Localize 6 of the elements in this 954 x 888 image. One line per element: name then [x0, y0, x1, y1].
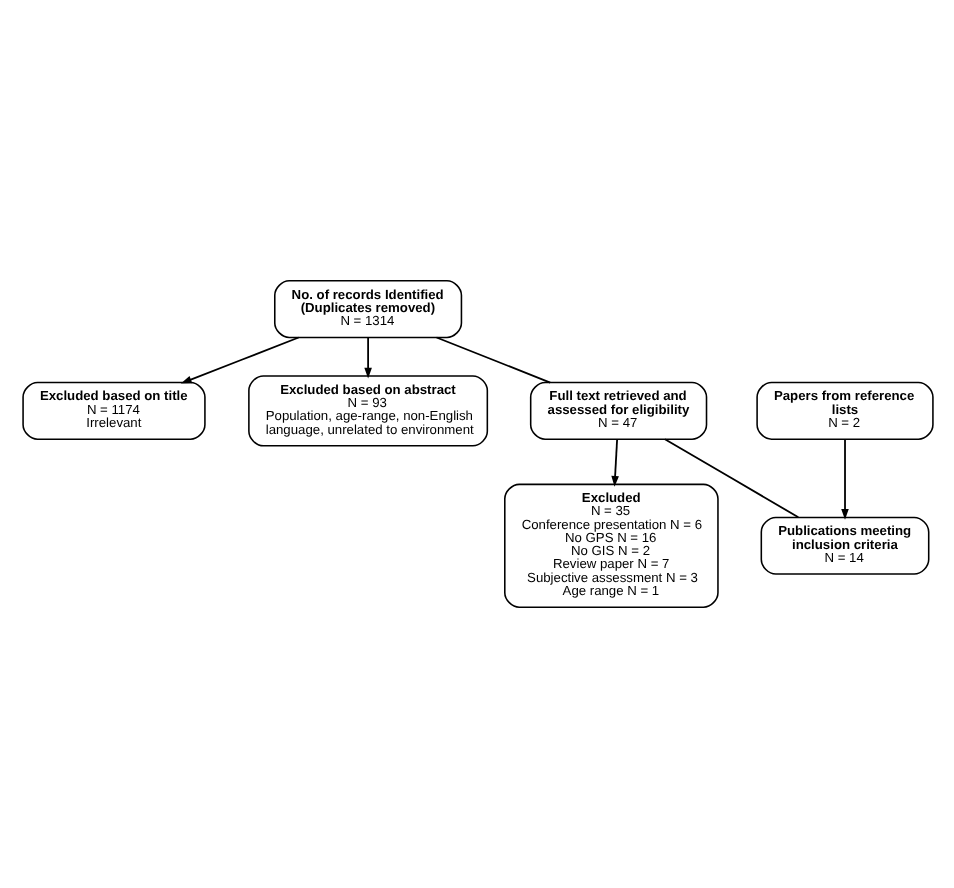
- connector: [663, 438, 799, 519]
- arrow: [179, 336, 299, 384]
- arrow: [610, 438, 618, 487]
- arrow: [363, 336, 371, 379]
- connector: [434, 336, 551, 384]
- arrow: [840, 438, 848, 520]
